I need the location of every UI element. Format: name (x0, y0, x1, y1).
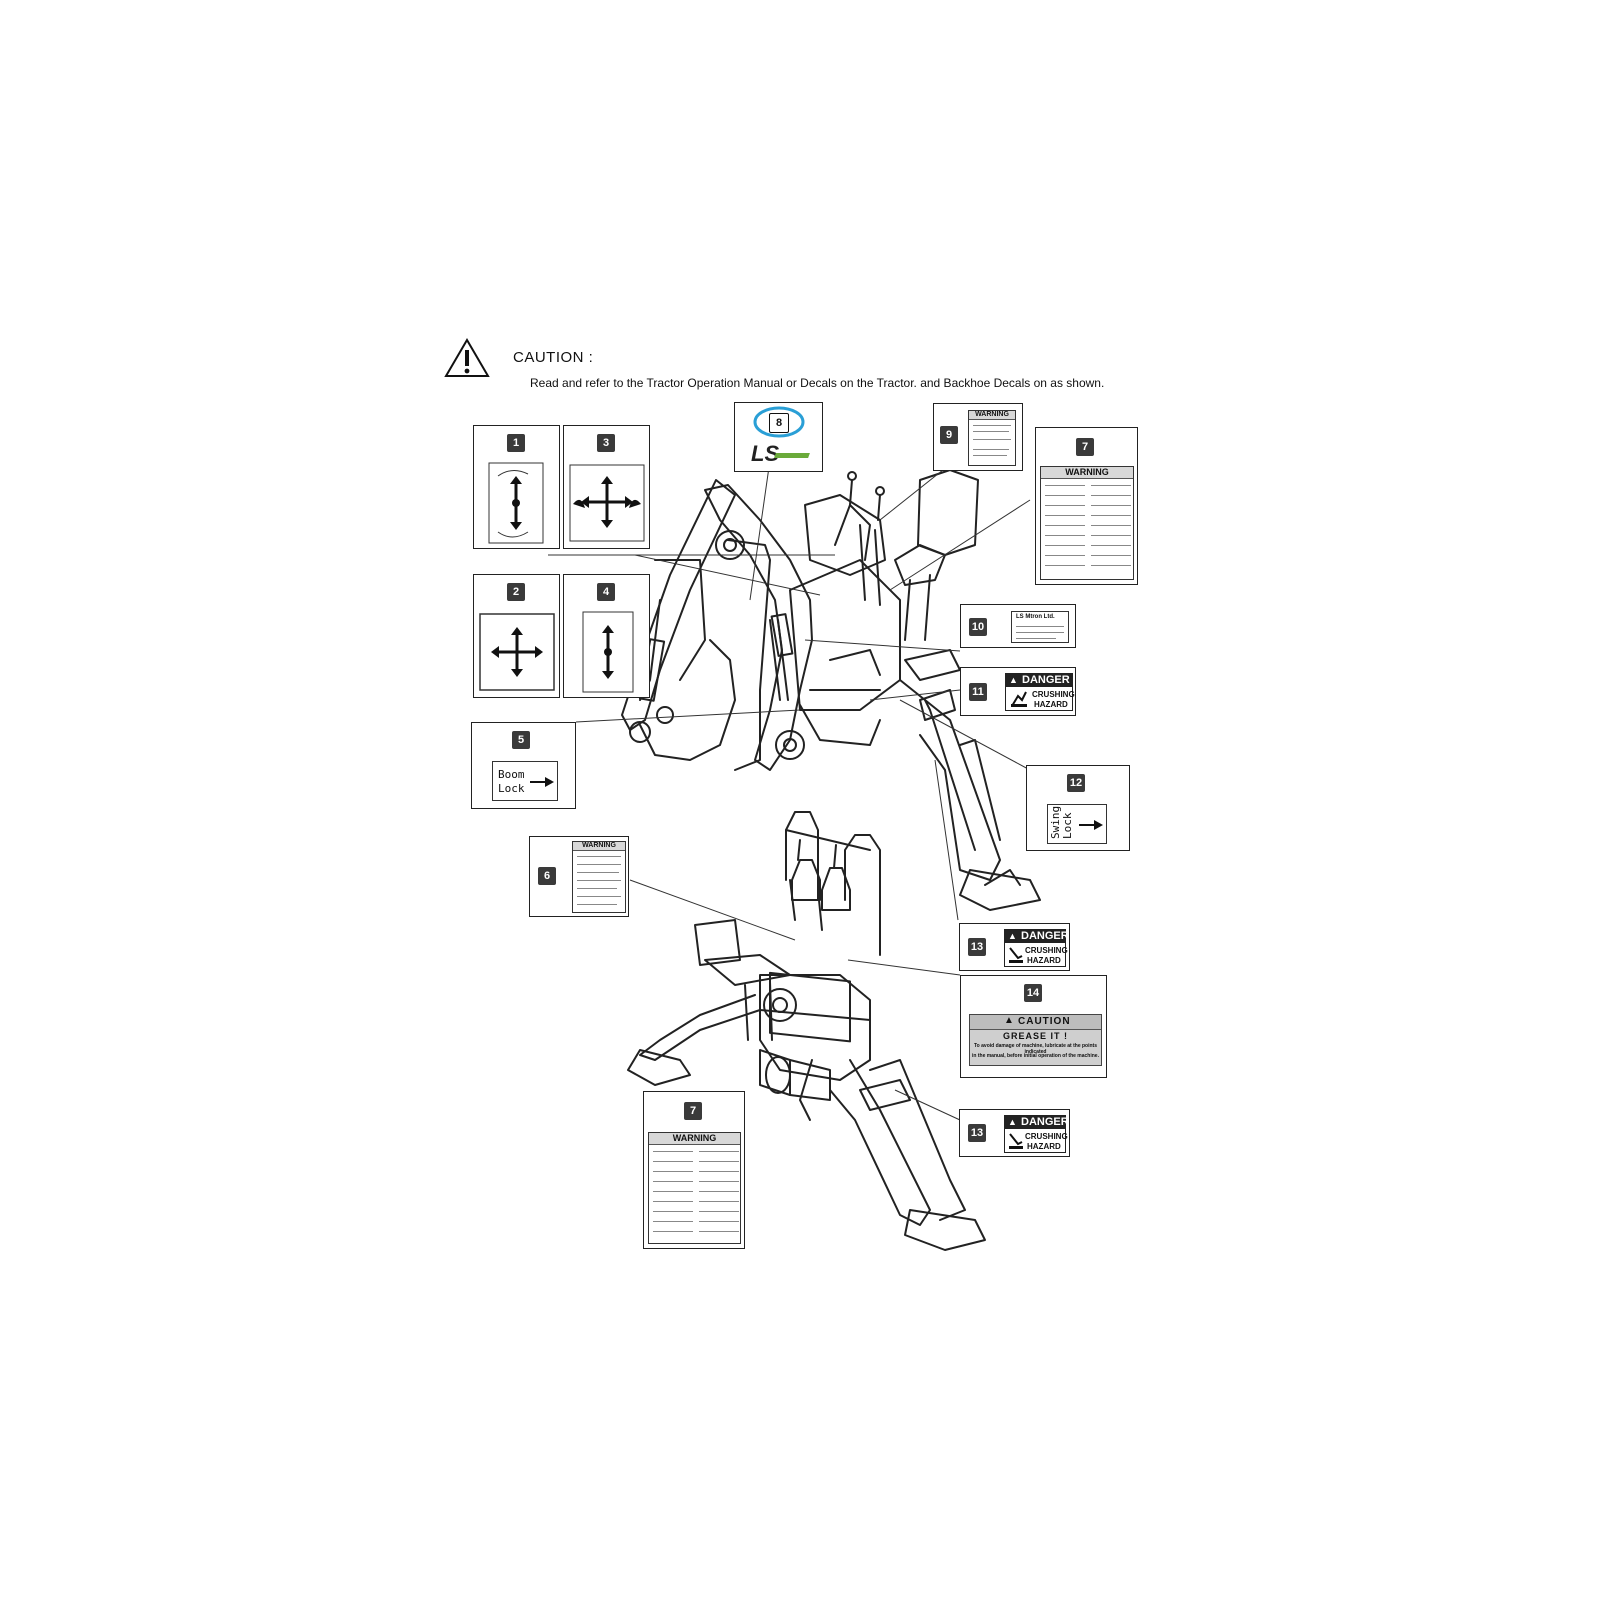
danger-crushing: CRUSHING (1032, 690, 1075, 699)
callout-9: 9 (940, 426, 958, 444)
decal-box-8: 8 LS (734, 402, 823, 472)
danger-hazard: HAZARD (1027, 956, 1061, 965)
decal-box-7-upper: 7 WARNING (1035, 427, 1138, 585)
decal-box-4: 4 (563, 574, 650, 698)
danger-crushing: CRUSHING (1025, 1132, 1068, 1141)
warning-decal-9: WARNING (968, 410, 1016, 466)
danger-decal-13-a: ▲ DANGER CRUSHING HAZARD (1004, 929, 1069, 967)
decal-box-14: 14 ▲ CAUTION GREASE IT ! To avoid damage… (960, 975, 1107, 1078)
caution-grease-sub: GREASE IT ! (1002, 1031, 1068, 1041)
danger-decal-11: ▲ DANGER CRUSHING HAZARD (1005, 673, 1075, 711)
decal-box-2: 2 (473, 574, 560, 698)
callout-4: 4 (597, 583, 615, 601)
callout-highlight-circle (753, 406, 805, 438)
right-arrow-icon (1079, 820, 1103, 830)
callout-11: 11 (969, 683, 987, 701)
warning-header: WARNING (573, 842, 625, 851)
danger-header: ▲ DANGER (1006, 674, 1072, 687)
joystick-pattern-icon (488, 462, 544, 544)
decal-box-6: 6 WARNING (529, 836, 629, 917)
danger-header: ▲ DANGER (1005, 930, 1069, 943)
caution-grease-triangle: ▲ (1004, 1015, 1014, 1026)
warning-header: WARNING (1041, 467, 1133, 479)
callout-5: 5 (512, 731, 530, 749)
callout-3: 3 (597, 434, 615, 452)
danger-hazard: HAZARD (1034, 700, 1068, 709)
warning-header: WARNING (969, 411, 1015, 420)
warning-header: WARNING (649, 1133, 740, 1145)
warning-triangle-icon (444, 338, 490, 377)
danger-crushing: CRUSHING (1025, 946, 1068, 955)
callout-2: 2 (507, 583, 525, 601)
warning-decal-6: WARNING (572, 841, 626, 913)
right-arrow-icon (530, 777, 554, 787)
crushing-hazard-icon (1009, 947, 1023, 963)
callout-8: 8 (769, 413, 789, 433)
boom-lock-decal: Boom Lock (492, 761, 558, 801)
danger-header-text: DANGER (1021, 1116, 1069, 1128)
joystick-pattern-icon (569, 464, 645, 542)
callout-12: 12 (1067, 774, 1085, 792)
decal-box-13-a: 13 ▲ DANGER CRUSHING HAZARD (959, 923, 1070, 971)
callout-1: 1 (507, 434, 525, 452)
callout-7: 7 (1076, 438, 1094, 456)
swing-lock-text: Swing Lock (1049, 806, 1074, 840)
danger-header-text: DANGER (1021, 930, 1069, 942)
warning-decal-7-lower: WARNING (648, 1132, 741, 1244)
decal-box-11: 11 ▲ DANGER CRUSHING HAZARD (960, 667, 1076, 716)
decal-box-5: 5 Boom Lock (471, 722, 576, 809)
joystick-pattern-icon (479, 613, 555, 691)
decal-box-13-b: 13 ▲ DANGER CRUSHING HAZARD (959, 1109, 1070, 1157)
crushing-hazard-icon (1009, 1133, 1023, 1149)
boom-lock-line2: Lock (498, 782, 525, 795)
decal-box-7-lower: 7 WARNING (643, 1091, 745, 1249)
boom-lock-line1: Boom (498, 768, 525, 781)
swing-lock-line2: Lock (1061, 812, 1074, 840)
ls-mtron-plate: LS Mtron Ltd. (1011, 611, 1069, 643)
caution-grease-title: CAUTION (1018, 1016, 1071, 1027)
caution-instruction: Read and refer to the Tractor Operation … (530, 376, 1105, 390)
danger-hazard: HAZARD (1027, 1142, 1061, 1151)
danger-decal-13-b: ▲ DANGER CRUSHING HAZARD (1004, 1115, 1069, 1153)
ls-mtron-text: LS Mtron Ltd. (1016, 614, 1055, 620)
danger-header: ▲ DANGER (1005, 1116, 1069, 1129)
caution-grease-header: ▲ CAUTION (970, 1015, 1101, 1030)
crushing-hazard-icon (1011, 691, 1027, 707)
brand-logo-stripe (774, 453, 810, 458)
callout-6: 6 (538, 867, 556, 885)
joystick-pattern-icon (582, 611, 634, 693)
decal-box-9: 9 WARNING (933, 403, 1023, 471)
decal-box-1: 1 (473, 425, 560, 549)
caution-title: CAUTION : (513, 349, 594, 366)
caution-grease-line1: To avoid damage of machine, lubricate at… (974, 1043, 1097, 1055)
warning-decal-7: WARNING (1040, 466, 1134, 580)
callout-10: 10 (969, 618, 987, 636)
brand-logo: LS (749, 441, 811, 467)
callout-13-lower: 13 (968, 1124, 986, 1142)
decal-box-10: 10 LS Mtron Ltd. (960, 604, 1076, 648)
callout-7-lower: 7 (684, 1102, 702, 1120)
decal-box-12: 12 Swing Lock (1026, 765, 1130, 851)
decal-box-3: 3 (563, 425, 650, 549)
caution-grease-line2: in the manual, before initial operation … (972, 1053, 1099, 1059)
callout-14: 14 (1024, 984, 1042, 1002)
caution-grease-decal: ▲ CAUTION GREASE IT ! To avoid damage of… (969, 1014, 1102, 1066)
danger-header-text: DANGER (1022, 674, 1070, 686)
swing-lock-decal: Swing Lock (1047, 804, 1107, 844)
callout-13: 13 (968, 938, 986, 956)
